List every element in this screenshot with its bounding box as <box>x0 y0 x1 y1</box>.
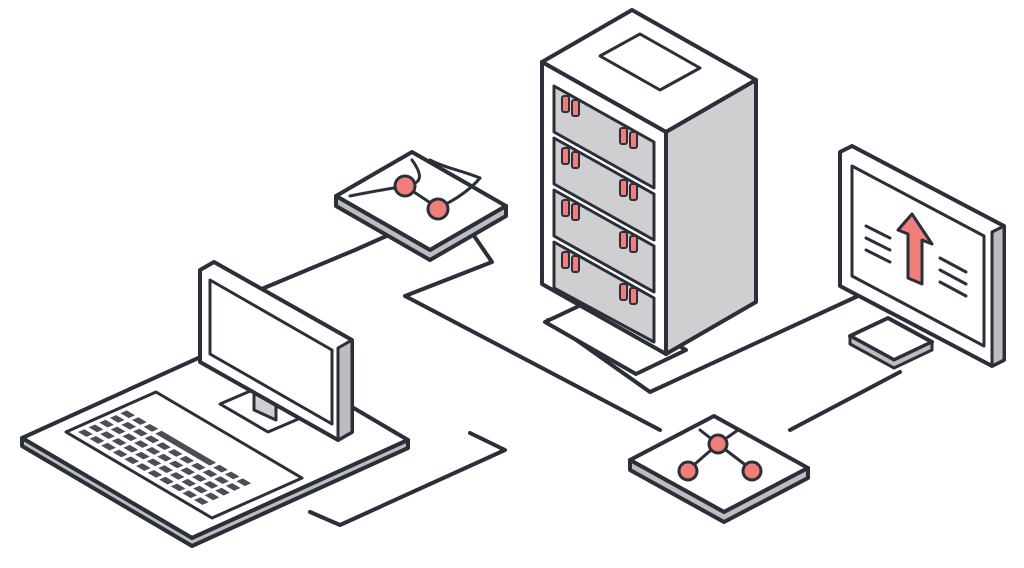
desktop-workstation-icon <box>22 262 408 546</box>
node-dot <box>743 462 761 480</box>
node-dot <box>428 199 448 219</box>
network-node-icon <box>630 416 808 522</box>
node-dot <box>709 435 727 453</box>
node-dot <box>679 462 697 480</box>
connection-bottom-node-to-monitor <box>790 372 900 430</box>
server-rack-icon <box>542 10 756 374</box>
upload-monitor-icon <box>840 146 1004 368</box>
node-dot <box>395 176 415 196</box>
connection-left-node-to-workstation <box>240 230 400 298</box>
